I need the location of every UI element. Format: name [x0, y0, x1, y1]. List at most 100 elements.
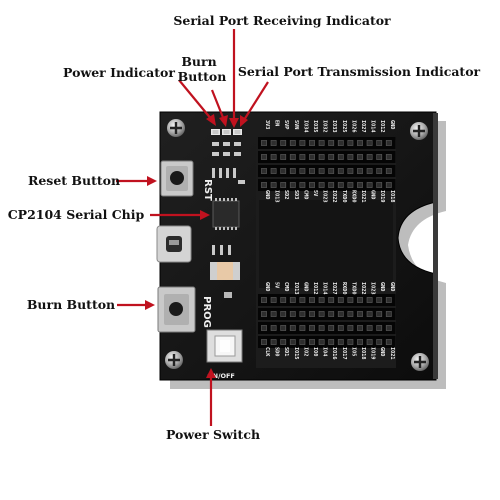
header-pin	[261, 311, 267, 317]
pin-label-gnd: GND	[370, 190, 376, 199]
burn-button[interactable]	[157, 286, 196, 333]
pin-label-en: EN	[274, 120, 280, 126]
pin-label-gnd: GND	[264, 282, 270, 291]
pin-label-txd0: TXD0	[341, 190, 347, 203]
header-pin	[270, 154, 277, 160]
header-pin	[270, 339, 277, 345]
smd-capacitor	[228, 245, 231, 255]
pin-label-io17: IO17	[341, 347, 347, 360]
header-pin	[289, 140, 296, 146]
pin-label-io26: IO26	[350, 120, 356, 133]
smd-resistor	[212, 142, 219, 146]
label-burn-button: Burn Button	[27, 297, 115, 312]
pin-label-io19: IO19	[379, 190, 385, 203]
header-pin	[261, 154, 267, 160]
header-pin	[318, 297, 325, 303]
pointer-power-indicator	[178, 79, 213, 121]
pin-label-io21: IO21	[360, 190, 366, 203]
header-pin	[328, 297, 335, 303]
header-pin	[270, 311, 277, 317]
header-pin	[318, 140, 325, 146]
screw-bottom-right	[411, 353, 429, 371]
pin-label-io0: IO0	[312, 347, 318, 356]
header-pin	[347, 297, 354, 303]
header-pin	[357, 339, 363, 345]
power-switch[interactable]	[206, 329, 243, 363]
header-pin	[280, 154, 287, 160]
header-pin	[347, 168, 354, 174]
header-pin	[328, 339, 335, 345]
header-pin	[289, 182, 296, 188]
pin-label-cmd: CMD	[283, 282, 289, 291]
header-pin	[280, 182, 287, 188]
header-pin	[366, 154, 373, 160]
arrowhead	[147, 176, 157, 186]
header-pin	[299, 325, 306, 331]
label-burn-top-line1: Burn	[181, 54, 216, 69]
header-pin	[309, 311, 315, 317]
header-pin	[376, 140, 383, 146]
pin-label-3v3: 3V3	[264, 120, 270, 129]
pointer-burn-top	[210, 89, 226, 121]
header-pin	[366, 168, 373, 174]
header-pin	[261, 140, 267, 146]
pin-label-io2: IO2	[302, 347, 308, 356]
header-pin	[376, 339, 383, 345]
header-pin	[337, 154, 344, 160]
header-pin	[357, 168, 363, 174]
header-pin	[357, 325, 363, 331]
reset-button[interactable]	[160, 160, 194, 197]
header-pin	[366, 339, 373, 345]
header-pin	[366, 311, 373, 317]
header-pin	[328, 168, 335, 174]
pin-label-gnd: GND	[264, 190, 270, 199]
header-pin	[289, 154, 296, 160]
header-pin	[299, 154, 306, 160]
header-pin	[261, 297, 267, 303]
header-pin	[337, 339, 344, 345]
prog-silkscreen: PROG	[201, 296, 212, 328]
pin-label-gnd: GND	[379, 282, 385, 291]
pin-label-rxd0: RXD0	[350, 190, 356, 203]
pin-label-5v: 5V	[274, 282, 280, 288]
micro-usb-port[interactable]	[156, 225, 192, 263]
header-pin	[357, 311, 363, 317]
header-pin	[357, 154, 363, 160]
pin-label-sd3: SD3	[293, 190, 299, 199]
header-pin	[328, 140, 335, 146]
header-housing	[258, 322, 396, 334]
screw-top-right	[410, 122, 428, 140]
pin-label-io15: IO15	[293, 347, 299, 360]
pointer-serial-tx	[243, 81, 269, 121]
header-pin	[309, 182, 315, 188]
header-pin	[366, 182, 373, 188]
header-pin	[347, 325, 354, 331]
pin-label-svp: SVP	[283, 120, 289, 129]
serial-tx-led	[222, 129, 231, 135]
smd-capacitor	[233, 168, 236, 178]
pin-label-sd0: SD0	[274, 347, 280, 356]
pin-label-io27: IO27	[331, 282, 337, 295]
header-pin	[337, 182, 344, 188]
serial-rx-led	[233, 129, 242, 135]
header-pin	[337, 311, 344, 317]
header-pin	[289, 297, 296, 303]
pin-label-io16: IO16	[331, 347, 337, 360]
pin-label-svn: SVN	[293, 120, 299, 129]
pin-label-io27: IO27	[360, 120, 366, 133]
arrowhead	[206, 368, 216, 378]
smd-resistor	[234, 142, 241, 146]
tantalum-capacitor	[210, 262, 240, 280]
header-pin	[366, 325, 373, 331]
rst-silkscreen: RST	[202, 179, 213, 201]
board-edge	[433, 113, 438, 379]
header-pin	[376, 182, 383, 188]
screw-top-left	[167, 119, 185, 137]
header-pin	[357, 182, 363, 188]
arrowhead	[200, 210, 210, 220]
header-pin	[309, 339, 315, 345]
arrowhead	[240, 115, 248, 127]
